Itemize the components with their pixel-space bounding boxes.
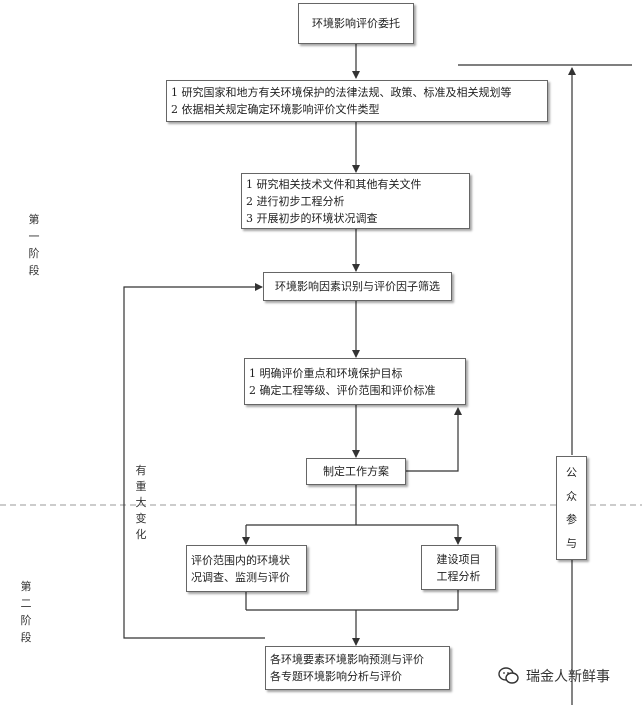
study-line-2: 2 依据相关规定确定环境影响评价文件类型 (171, 103, 380, 116)
arrow-major-change-loop (123, 283, 265, 639)
stage-second-char-4: 段 (20, 631, 32, 644)
arrow-plan-feedback (406, 407, 462, 472)
focus-line-2: 2 确定工程等级、评价范围和评价标准 (249, 384, 436, 397)
major-change-label: 有 重 大 变 化 (134, 463, 148, 543)
stage-first-char-1: 第 (28, 213, 40, 226)
env-survey-line-2: 况调查、监测与评价 (191, 571, 290, 584)
box-factor-screening-label: 环境影响因素识别与评价因子筛选 (275, 280, 440, 293)
stage-first-char-2: 一 (28, 230, 40, 243)
stage-first-char-4: 段 (28, 264, 40, 277)
stage-second-char-1: 第 (20, 580, 32, 593)
major-change-char-5: 化 (135, 528, 147, 541)
technical-line-1: 1 研究相关技术文件和其他有关文件 (246, 178, 422, 191)
project-line-2: 工程分析 (436, 569, 481, 583)
box-project-analysis: 建设项目 工程分析 (421, 545, 496, 590)
major-change-char-3: 大 (135, 496, 147, 509)
box-technical-docs: 1 研究相关技术文件和其他有关文件 2 进行初步工程分析 3 开展初步的环境状况… (241, 173, 470, 229)
box-study-regulations: 1 研究国家和地方有关环境保护的法律法规、政策、标准及相关规划等 2 依据相关规… (166, 80, 548, 122)
box-prediction: 各环境要素环境影响预测与评价 各专题环境影响分析与评价 (265, 646, 450, 690)
project-line-1: 建设项目 (436, 552, 481, 566)
box-factor-screening: 环境影响因素识别与评价因子筛选 (263, 272, 452, 301)
stage-first-char-3: 阶 (28, 247, 40, 260)
box-commission-label: 环境影响评价委托 (312, 17, 400, 30)
box-public-participation: 公 众 参 与 (556, 456, 587, 560)
major-change-char-2: 重 (135, 480, 147, 493)
box-env-survey: 评价范围内的环境状 况调查、监测与评价 (186, 545, 307, 592)
focus-line-1: 1 明确评价重点和环境保护目标 (249, 367, 403, 380)
prediction-line-1: 各环境要素环境影响预测与评价 (270, 653, 424, 666)
watermark-text: 瑞金人新鲜事 (526, 669, 610, 685)
public-char-3: 参 (566, 513, 577, 527)
prediction-line-2: 各专题环境影响分析与评价 (270, 670, 402, 683)
box-focus-standards: 1 明确评价重点和环境保护目标 2 确定工程等级、评价范围和评价标准 (244, 358, 466, 405)
public-char-2: 众 (566, 489, 577, 503)
box-commission: 环境影响评价委托 (298, 3, 414, 44)
stage-label-second: 第 二 阶 段 (19, 578, 33, 646)
box-work-plan: 制定工作方案 (306, 458, 406, 485)
wechat-icon (498, 667, 519, 684)
stage-second-char-2: 二 (20, 597, 32, 610)
stage-label-first: 第 一 阶 段 (27, 211, 41, 279)
env-survey-line-1: 评价范围内的环境状 (191, 554, 290, 567)
major-change-char-4: 变 (135, 512, 147, 525)
watermark: 瑞金人新鲜事 (498, 666, 610, 686)
stage-second-char-3: 阶 (20, 614, 32, 627)
public-char-4: 与 (566, 537, 577, 551)
major-change-char-1: 有 (135, 464, 147, 477)
study-line-1: 1 研究国家和地方有关环境保护的法律法规、政策、标准及相关规划等 (171, 86, 512, 99)
technical-line-2: 2 进行初步工程分析 (246, 195, 345, 208)
technical-line-3: 3 开展初步的环境状况调查 (246, 212, 378, 225)
box-work-plan-label: 制定工作方案 (323, 465, 389, 478)
public-char-1: 公 (566, 465, 577, 479)
